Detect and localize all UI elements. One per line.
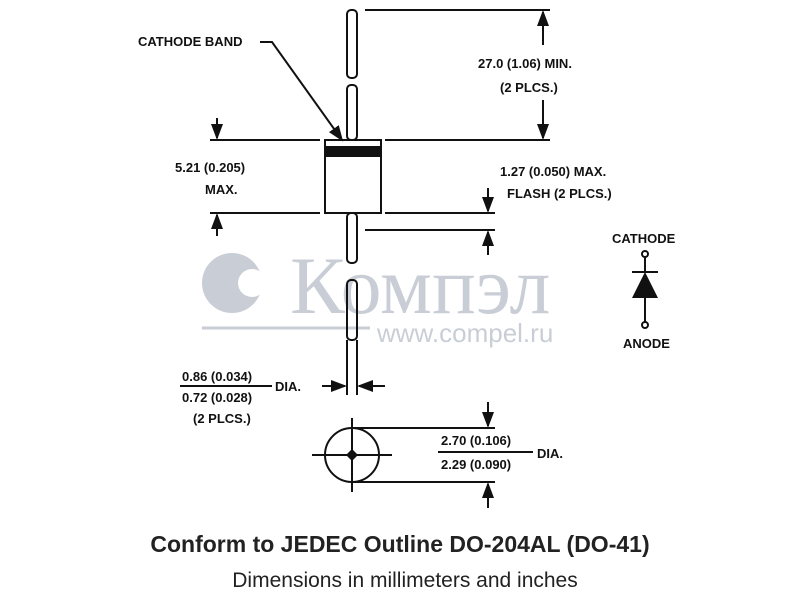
lead-dia-suffix: DIA. (275, 379, 301, 394)
lead-dia-plcs: (2 PLCS.) (193, 411, 251, 426)
body-length-label: 5.21 (0.205) (175, 160, 245, 175)
cathode-band (325, 146, 381, 157)
diode-symbol-icon: CATHODE ANODE (612, 231, 676, 351)
lead-dia-max: 0.86 (0.034) (182, 369, 252, 384)
body-dia-max: 2.70 (0.106) (441, 433, 511, 448)
cathode-band-label: CATHODE BAND (138, 34, 242, 49)
lead-length-label: 27.0 (1.06) MIN. (478, 56, 572, 71)
flash-plcs: FLASH (2 PLCS.) (507, 186, 612, 201)
symbol-cathode-label: CATHODE (612, 231, 676, 246)
watermark-logo-icon (202, 253, 262, 313)
body-length-max: MAX. (205, 182, 238, 197)
lead-length-dimension: 27.0 (1.06) MIN. (2 PLCS.) (365, 9, 572, 141)
lead-dia-min: 0.72 (0.028) (182, 390, 252, 405)
watermark-url: www.compel.ru (376, 318, 553, 348)
diode-body (324, 9, 382, 395)
flash-label: 1.27 (0.050) MAX. (500, 164, 606, 179)
watermark-logo-text: Компэл (290, 240, 550, 331)
body-length-dimension: 5.21 (0.205) MAX. (175, 118, 320, 236)
lead-length-plcs: (2 PLCS.) (500, 80, 558, 95)
lead-diameter-dimension: 0.86 (0.034) 0.72 (0.028) DIA. (2 PLCS.) (180, 369, 385, 426)
flash-dimension: 1.27 (0.050) MAX. FLASH (2 PLCS.) (365, 164, 612, 255)
body-dia-min: 2.29 (0.090) (441, 457, 511, 472)
body-dia-suffix: DIA. (537, 446, 563, 461)
watermark: Компэл www.compel.ru (202, 240, 553, 348)
end-view: 2.70 (0.106) 2.29 (0.090) DIA. (312, 402, 563, 508)
footer-subtitle: Dimensions in millimeters and inches (232, 569, 577, 592)
symbol-anode-label: ANODE (623, 336, 670, 351)
footer-title: Conform to JEDEC Outline DO-204AL (DO-41… (150, 531, 649, 557)
